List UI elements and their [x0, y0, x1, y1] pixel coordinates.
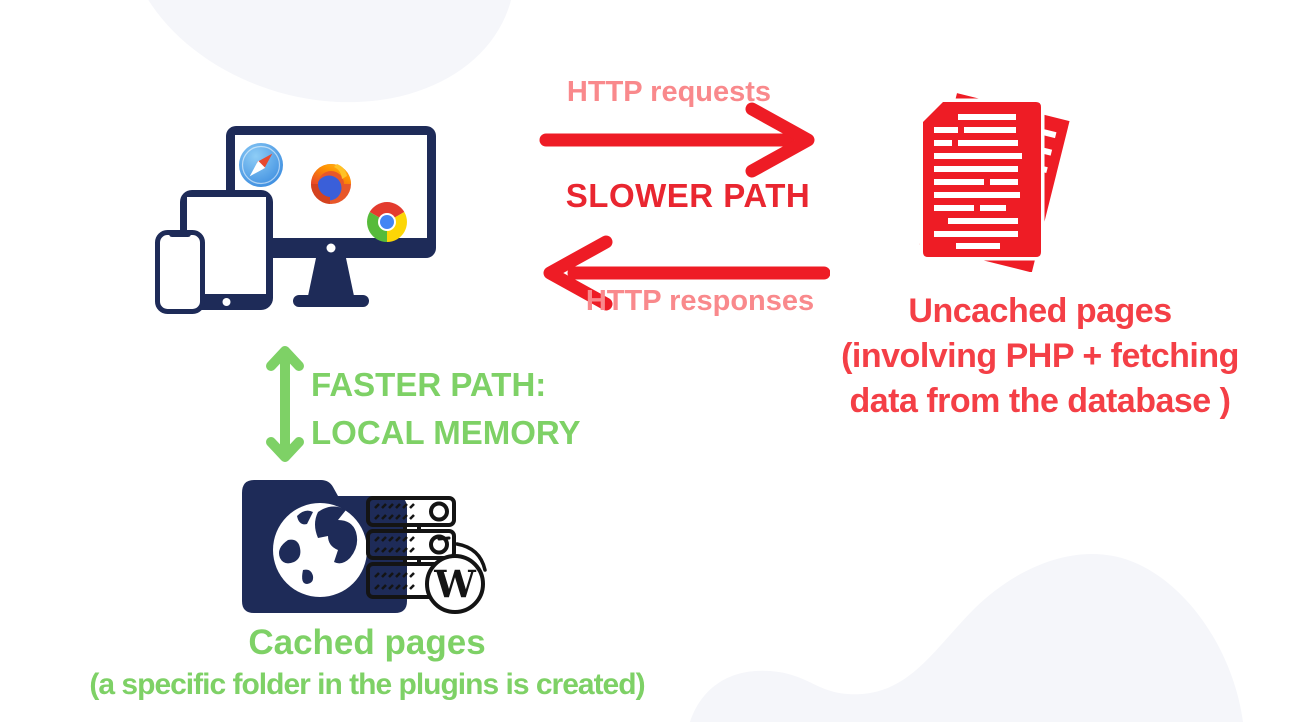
server-vents-unit1 — [374, 503, 415, 520]
safari-icon — [239, 143, 283, 187]
front-page — [919, 98, 1045, 261]
server-vents-unit3 — [374, 572, 415, 590]
double-arrow-vertical-icon — [266, 346, 304, 462]
firefox-icon — [311, 164, 351, 204]
client-devices-illustration — [155, 126, 436, 314]
uncached-subtitle-line1: (involving PHP + fetching — [841, 337, 1239, 375]
uncached-documents-icon — [919, 93, 1070, 272]
wordpress-w-glyph: W — [433, 562, 476, 606]
faster-path-line2: LOCAL MEMORY — [311, 414, 581, 451]
http-responses-label: HTTP responses — [585, 285, 815, 317]
server-vents-unit2 — [374, 536, 415, 553]
cached-title: Cached pages — [248, 623, 486, 662]
phone-icon — [155, 230, 205, 314]
faster-path-line1: FASTER PATH: — [311, 366, 547, 403]
arrow-left-icon — [543, 235, 830, 311]
cached-folder-icon: W — [242, 480, 487, 614]
arrow-right-icon — [539, 102, 815, 178]
http-requests-label: HTTP requests — [566, 76, 772, 108]
slower-path-label: SLOWER PATH — [565, 177, 811, 214]
uncached-title: Uncached pages — [908, 292, 1172, 330]
cached-subtitle: (a specific folder in the plugins is cre… — [89, 668, 645, 701]
chrome-icon — [367, 202, 407, 242]
globe-icon — [273, 503, 367, 597]
cached-pages-text: Cached pages (a specific folder in the p… — [14, 623, 720, 704]
wordpress-logo-icon: W — [425, 536, 487, 614]
uncached-pages-text: Uncached pages (involving PHP + fetching… — [781, 289, 1294, 424]
bottom-right-blob-shape — [690, 553, 1243, 722]
faster-path-text: FASTER PATH: LOCAL MEMORY — [311, 361, 581, 457]
top-blob-shape — [125, 0, 515, 103]
uncached-subtitle-line2: data from the database ) — [849, 382, 1231, 420]
